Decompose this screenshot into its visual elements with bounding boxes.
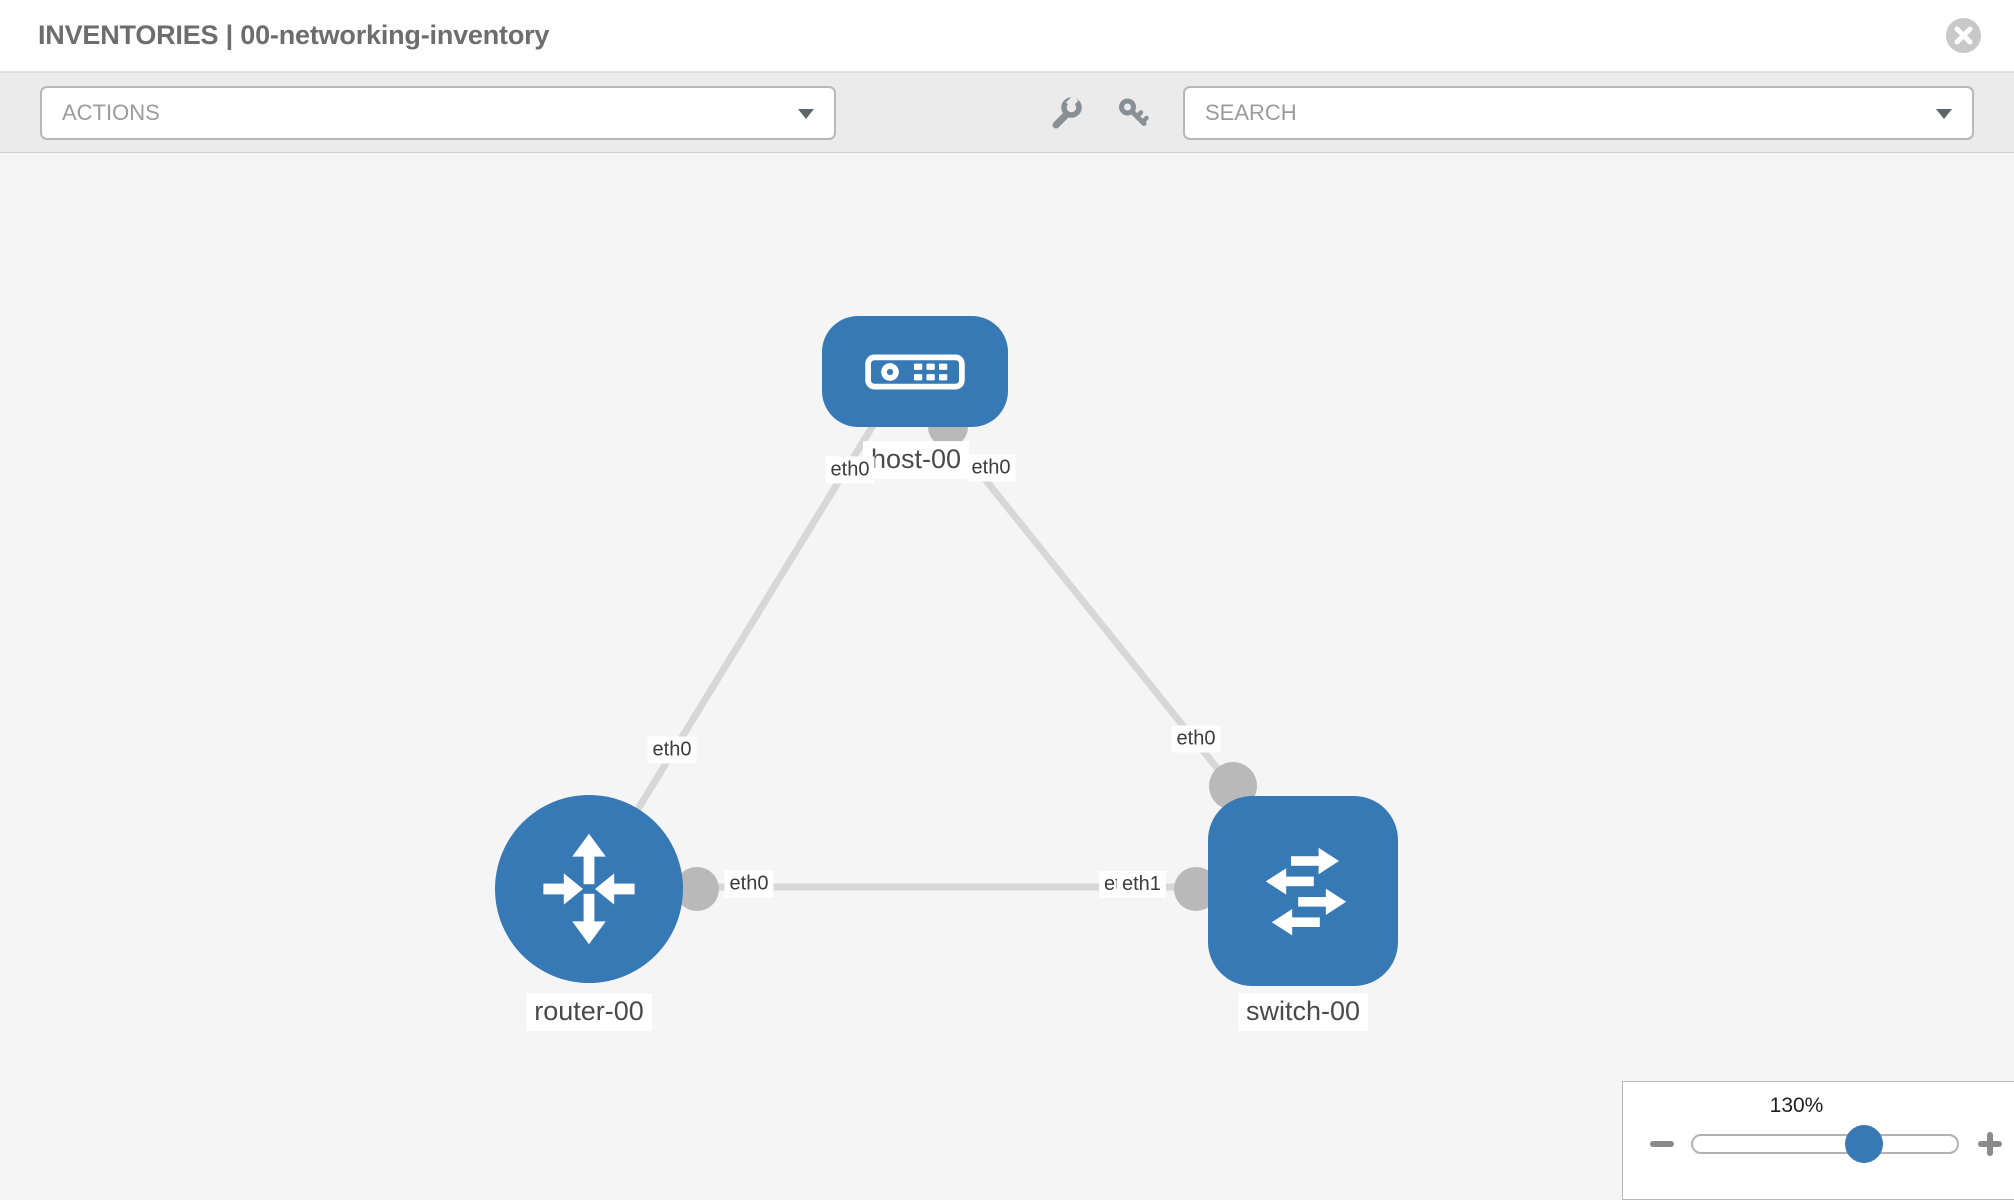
close-icon[interactable] xyxy=(1945,17,1982,54)
iface-label-switch-lan-over: eth1 xyxy=(1117,871,1166,898)
host-icon xyxy=(865,354,965,390)
node-switch-00[interactable] xyxy=(1208,796,1398,986)
zoom-level-value: 130% xyxy=(1769,1094,1824,1117)
node-label-router: router-00 xyxy=(526,993,652,1031)
node-host-00[interactable] xyxy=(822,316,1008,427)
zoom-slider-track[interactable] xyxy=(1691,1134,1959,1154)
zoom-panel: 130% xyxy=(1622,1081,2014,1200)
search-dropdown[interactable]: SEARCH xyxy=(1183,86,1974,140)
chevron-down-icon xyxy=(798,109,814,119)
actions-dropdown[interactable]: ACTIONS xyxy=(40,86,836,140)
zoom-in-button plus-icon[interactable] xyxy=(1975,1128,2005,1158)
wrench-icon[interactable] xyxy=(1049,96,1084,131)
interface-dot-router-lan xyxy=(675,867,719,911)
iface-label-host-right: eth0 xyxy=(966,454,1016,482)
zoom-out-button minus-icon[interactable] xyxy=(1647,1128,1677,1158)
search-dropdown-label: SEARCH xyxy=(1205,100,1297,125)
iface-label-switch-uplink: eth0 xyxy=(1171,725,1221,753)
page-header: INVENTORIES | 00-networking-inventory xyxy=(0,0,2014,72)
page-title: INVENTORIES | 00-networking-inventory xyxy=(38,20,550,50)
node-label-switch: switch-00 xyxy=(1237,993,1369,1031)
toolbar: ACTIONS SEARCH xyxy=(0,72,2014,153)
chevron-down-icon xyxy=(1936,109,1952,119)
key-icon[interactable] xyxy=(1117,96,1152,131)
node-router-00[interactable] xyxy=(495,795,683,983)
zoom-slider-thumb[interactable] xyxy=(1845,1125,1883,1163)
actions-dropdown-label: ACTIONS xyxy=(62,100,160,125)
router-icon xyxy=(543,833,635,945)
iface-label-router-uplink: eth0 xyxy=(647,736,697,764)
topology-links-layer xyxy=(586,407,1303,911)
iface-label-router-lan: eth0 xyxy=(724,870,774,898)
iface-label-host-left: eth0 xyxy=(825,456,875,484)
switch-icon xyxy=(1265,847,1347,936)
topology-canvas[interactable]: host-00 router-00 switch-00 eth0 eth0 et… xyxy=(0,153,2014,1200)
interface-dot-switch-lan xyxy=(1174,867,1218,911)
node-label-host: host-00 xyxy=(862,441,970,479)
